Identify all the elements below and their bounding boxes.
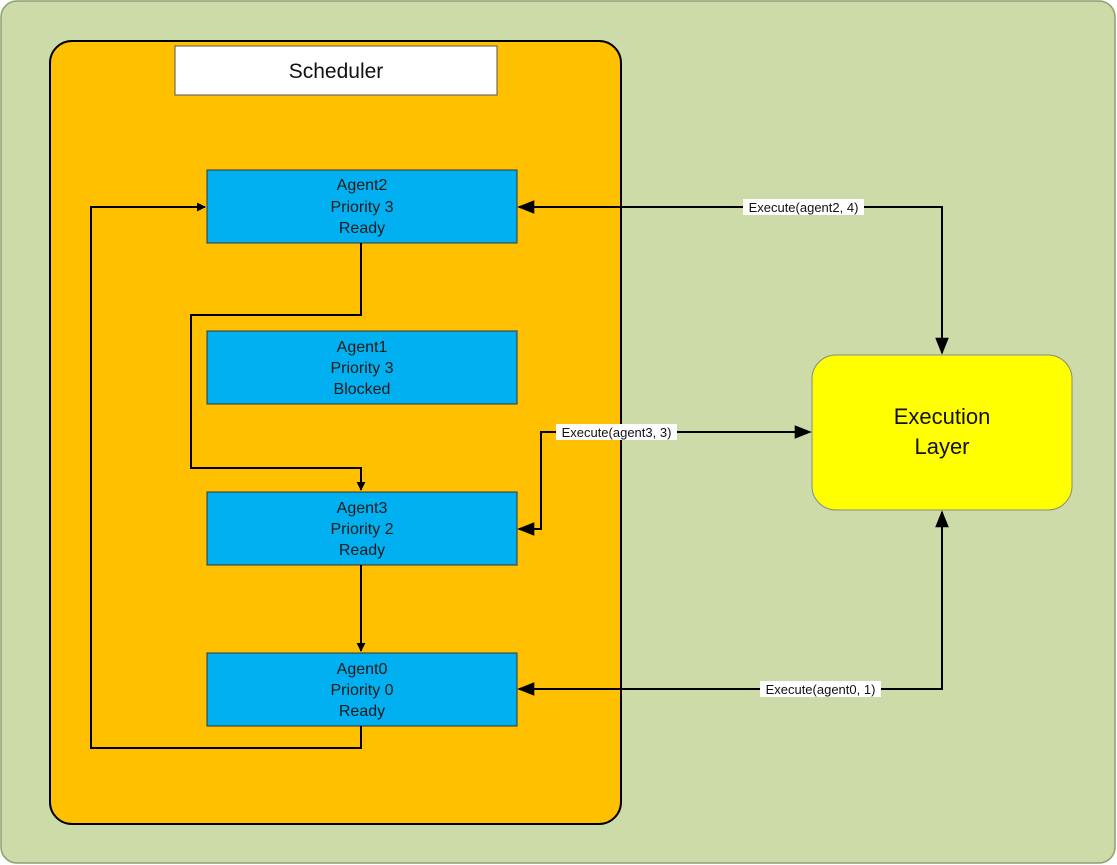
edge-label-bg <box>556 424 677 440</box>
agent-priority: Priority 2 <box>330 521 393 538</box>
flow-agent2-to-agent3 <box>190 243 366 491</box>
agent-name: Agent0 <box>337 661 388 678</box>
scheduler-title-box <box>174 45 498 96</box>
agent-name: Agent3 <box>337 500 388 517</box>
edge-label-bg <box>743 199 864 215</box>
agent-box <box>206 652 518 727</box>
scheduler-title: Scheduler <box>289 60 384 83</box>
agent-name: Agent1 <box>337 339 388 356</box>
agent-box-agent1: Agent1 Priority 3 Blocked <box>206 330 518 405</box>
flow-agent0-loop-to-agent2 <box>90 202 362 749</box>
agent-priority: Priority 3 <box>330 360 393 377</box>
agent-name: Agent2 <box>337 177 388 194</box>
execution-layer-line2: Layer <box>914 434 969 459</box>
edge-agent0-execution <box>517 510 949 696</box>
execution-layer-box <box>811 354 1073 511</box>
agent-box-agent0: Agent0 Priority 0 Ready <box>206 652 518 727</box>
agent-state: Ready <box>339 703 385 720</box>
agent-box <box>206 330 518 405</box>
agent-state: Blocked <box>334 381 391 398</box>
agent-box <box>206 491 518 566</box>
edge-label-agent2: Execute(agent2, 4) <box>749 200 859 215</box>
agent-state: Ready <box>339 220 385 237</box>
agent-box-agent3: Agent3 Priority 2 Ready <box>206 491 518 566</box>
agent-priority: Priority 0 <box>330 682 393 699</box>
agent-box <box>206 169 518 244</box>
edge-label-bg <box>760 681 881 697</box>
agent-state: Ready <box>339 542 385 559</box>
edge-label-agent3: Execute(agent3, 3) <box>562 425 672 440</box>
agent-priority: Priority 3 <box>330 199 393 216</box>
agent-box-agent2: Agent2 Priority 3 Ready <box>206 169 518 244</box>
edge-agent2-execution <box>517 200 949 355</box>
edge-label-agent0: Execute(agent0, 1) <box>766 682 876 697</box>
execution-layer-line1: Execution <box>894 404 991 429</box>
